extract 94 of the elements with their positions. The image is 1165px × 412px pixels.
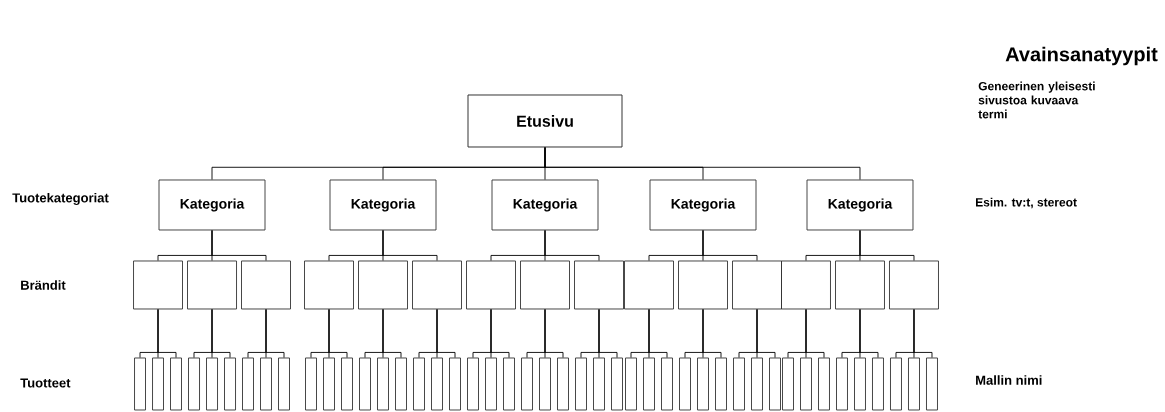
product-bar	[206, 357, 218, 411]
empty-box	[412, 260, 462, 310]
connector-line	[544, 309, 564, 358]
category-box: Kategoria	[806, 179, 914, 231]
product-bar	[769, 357, 781, 411]
empty-box	[624, 260, 674, 310]
side-note: Mallin nimi	[976, 375, 1042, 385]
product-bar	[467, 357, 479, 411]
empty-box	[678, 260, 728, 310]
product-bar	[341, 357, 353, 411]
connector-line	[211, 309, 231, 358]
connector-line	[382, 309, 402, 358]
side-note: Esim. tv:t, stereot	[976, 197, 1077, 209]
connector-line	[265, 309, 285, 358]
product-bar	[134, 357, 146, 411]
product-bar	[557, 357, 569, 411]
category-box: Kategoria	[158, 179, 266, 231]
connector-line	[859, 309, 879, 358]
category-box: Kategoria	[491, 179, 599, 231]
connector-line	[702, 309, 722, 358]
connector-line	[648, 309, 668, 358]
empty-box	[574, 260, 624, 310]
connector-line	[211, 230, 267, 261]
row-label: Tuotekategoriat	[12, 192, 109, 206]
product-bar	[395, 357, 407, 411]
connector-line	[805, 309, 825, 358]
connector-line	[544, 147, 861, 180]
empty-box	[187, 260, 237, 310]
empty-box	[466, 260, 516, 310]
product-bar	[836, 357, 848, 411]
product-bar	[661, 357, 673, 411]
product-bar	[593, 357, 605, 411]
product-bar	[305, 357, 317, 411]
category-box: Kategoria	[649, 179, 757, 231]
product-bar	[323, 357, 335, 411]
empty-box	[520, 260, 570, 310]
page-box: Etusivu	[467, 94, 623, 148]
product-bar	[872, 357, 884, 411]
product-bar	[611, 357, 623, 411]
product-bar	[818, 357, 830, 411]
connector-line	[913, 309, 933, 358]
product-bar	[278, 357, 290, 411]
product-bar	[224, 357, 236, 411]
connector-line	[490, 309, 510, 358]
product-bar	[715, 357, 727, 411]
product-bar	[926, 357, 938, 411]
product-bar	[575, 357, 587, 411]
connector-line	[157, 309, 177, 358]
row-label: Tuotteet	[20, 378, 71, 388]
connector-line	[328, 309, 348, 358]
empty-box	[241, 260, 291, 310]
product-bar	[242, 357, 254, 411]
empty-box	[304, 260, 354, 310]
product-bar	[485, 357, 497, 411]
product-bar	[377, 357, 389, 411]
row-label: Brändit	[21, 280, 66, 290]
empty-box	[889, 260, 939, 310]
connector-line	[859, 230, 915, 261]
empty-box	[133, 260, 183, 310]
product-bar	[625, 357, 637, 411]
empty-box	[835, 260, 885, 310]
product-bar	[539, 357, 551, 411]
product-bar	[413, 357, 425, 411]
connector-line	[436, 309, 456, 358]
empty-box	[781, 260, 831, 310]
product-bar	[170, 357, 182, 411]
product-bar	[697, 357, 709, 411]
product-bar	[503, 357, 515, 411]
connector-line	[544, 230, 600, 261]
product-bar	[188, 357, 200, 411]
category-box: Kategoria	[329, 179, 437, 231]
empty-box	[732, 260, 782, 310]
product-bar	[751, 357, 763, 411]
product-bar	[733, 357, 745, 411]
product-bar	[521, 357, 533, 411]
product-bar	[908, 357, 920, 411]
product-bar	[782, 357, 794, 411]
empty-box	[358, 260, 408, 310]
product-bar	[643, 357, 655, 411]
product-bar	[359, 357, 371, 411]
connector-line	[598, 309, 618, 358]
product-bar	[431, 357, 443, 411]
product-bar	[260, 357, 272, 411]
product-bar	[152, 357, 164, 411]
connector-line	[382, 230, 438, 261]
product-bar	[800, 357, 812, 411]
product-bar	[679, 357, 691, 411]
heading: Avainsanatyypit	[1005, 46, 1158, 66]
connector-line	[756, 309, 776, 358]
side-note: Geneerinen yleisesti sivustoa kuvaava termi	[978, 81, 1095, 119]
product-bar	[449, 357, 461, 411]
product-bar	[890, 357, 902, 411]
connector-line	[702, 230, 758, 261]
product-bar	[854, 357, 866, 411]
